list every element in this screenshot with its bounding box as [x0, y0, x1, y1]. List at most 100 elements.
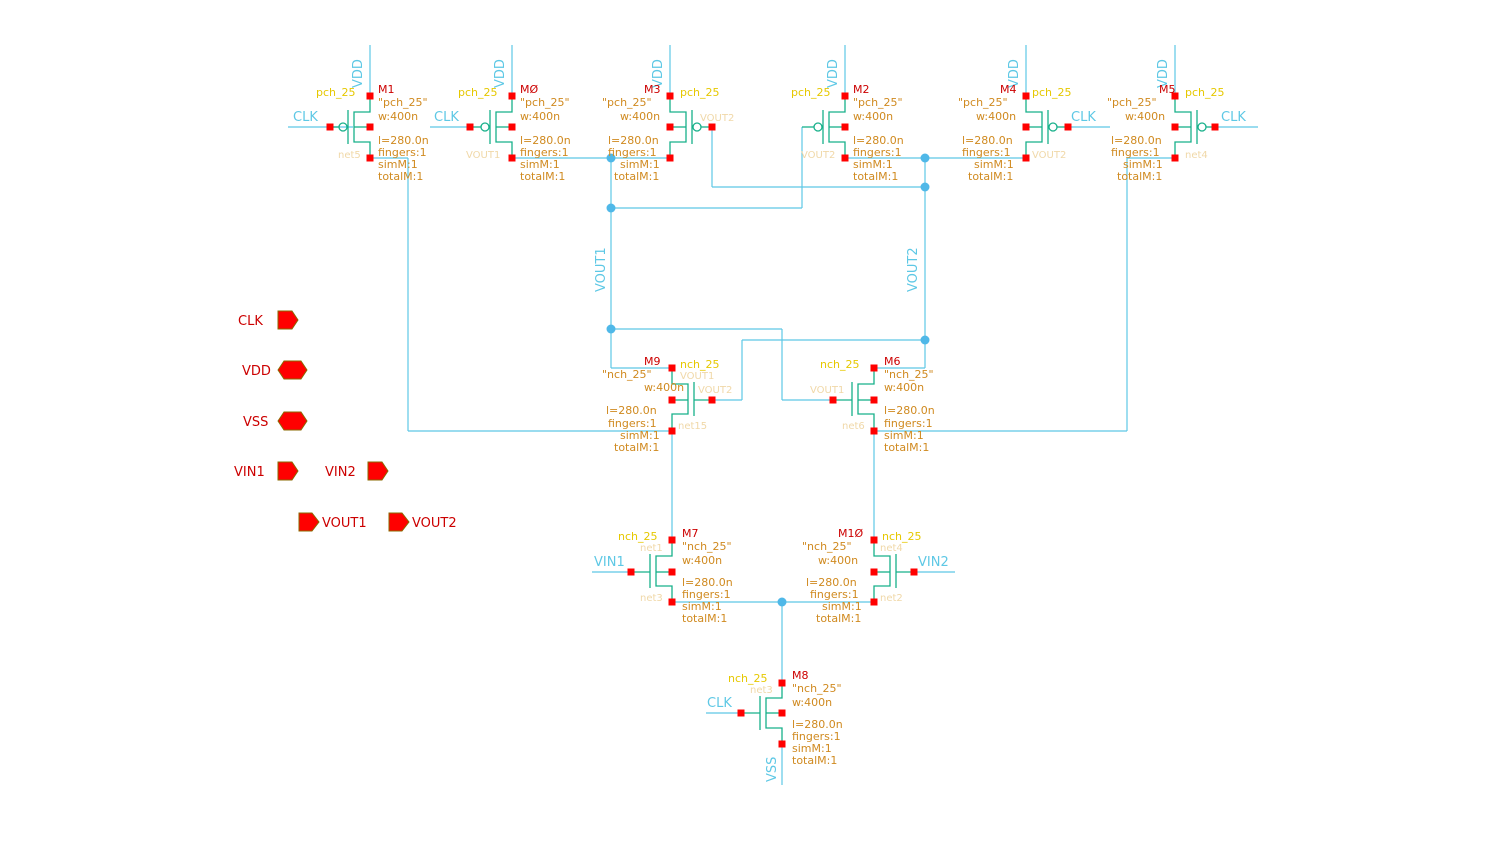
pin-vin1-label: VIN1	[234, 465, 265, 480]
m0-totalm: totalM:1	[520, 170, 565, 183]
m8-fingers: fingers:1	[792, 730, 841, 743]
m10-fingers: fingers:1	[810, 588, 859, 601]
m2-instance: M2	[853, 83, 870, 96]
pin-vout1[interactable]: VOUT1	[298, 512, 367, 532]
nmos-m9[interactable]: M9 nch_25 "nch_25" w:400n l=280.0n finge…	[602, 355, 732, 454]
clk-label-m1: CLK	[293, 110, 318, 125]
m5-model: pch_25	[1185, 86, 1225, 99]
m5-simm: simM:1	[1123, 158, 1163, 171]
m4-totalm: totalM:1	[968, 170, 1013, 183]
nmos-m8[interactable]: nch_25 M8 "nch_25" w:400n l=280.0n finge…	[728, 669, 843, 767]
m6-model: nch_25	[820, 358, 860, 371]
pmos-m2[interactable]: pch_25 M2 "pch_25" w:400n l=280.0n finge…	[791, 83, 904, 183]
m2-cell: "pch_25"	[853, 96, 903, 109]
vdd-label-m2: VDD	[826, 59, 841, 88]
m1-ghost-net: net5	[338, 150, 361, 161]
pin-legend: CLK VDD VSS VIN1 VIN2 VOUT1 VOUT2	[234, 310, 457, 532]
m10-length: l=280.0n	[806, 576, 857, 589]
m4-cell: "pch_25"	[958, 96, 1008, 109]
m2-fingers: fingers:1	[853, 146, 902, 159]
m5-fingers: fingers:1	[1111, 146, 1160, 159]
m5-width: w:400n	[1125, 110, 1165, 123]
m7-ghost-drain: net1	[640, 543, 663, 554]
m10-totalm: totalM:1	[816, 612, 861, 625]
pmos-m0[interactable]: pch_25 MØ "pch_25" w:400n l=280.0n finge…	[458, 83, 571, 183]
m0-ghost-net: VOUT1	[466, 150, 500, 161]
m3-model: pch_25	[680, 86, 720, 99]
pin-vout2[interactable]: VOUT2	[388, 512, 457, 532]
m7-totalm: totalM:1	[682, 612, 727, 625]
m3-length: l=280.0n	[608, 134, 659, 147]
pin-vin1[interactable]: VIN1	[234, 461, 299, 481]
nmos-m6[interactable]: nch_25 M6 "nch_25" w:400n l=280.0n finge…	[810, 355, 935, 454]
m9-ghost-drain: VOUT1	[680, 371, 714, 382]
clk-label-m5: CLK	[1221, 110, 1246, 125]
m3-totalm: totalM:1	[614, 170, 659, 183]
pin-vout2-label: VOUT2	[412, 516, 457, 531]
nmos-m10[interactable]: M1Ø nch_25 "nch_25" w:400n l=280.0n fing…	[802, 527, 922, 625]
vdd-label-m0: VDD	[493, 59, 508, 88]
m2-ghost-net: VOUT2	[801, 150, 835, 161]
m1-cell: "pch_25"	[378, 96, 428, 109]
pin-vout1-label: VOUT1	[322, 516, 367, 531]
pin-vss[interactable]: VSS	[243, 411, 308, 431]
m4-ghost-net: VOUT2	[1032, 150, 1066, 161]
m2-totalm: totalM:1	[853, 170, 898, 183]
m0-fingers: fingers:1	[520, 146, 569, 159]
m1-length: l=280.0n	[378, 134, 429, 147]
m9-simm: simM:1	[620, 429, 660, 442]
m0-cell: "pch_25"	[520, 96, 570, 109]
vout2-net-label: VOUT2	[906, 247, 921, 292]
m8-ghost-drain: net3	[750, 685, 773, 696]
m7-model: nch_25	[618, 530, 658, 543]
m6-cell: "nch_25"	[884, 368, 934, 381]
m10-simm: simM:1	[822, 600, 862, 613]
m7-simm: simM:1	[682, 600, 722, 613]
m10-ghost-drain: net4	[880, 543, 903, 554]
m1-model: pch_25	[316, 86, 356, 99]
m1-instance: M1	[378, 83, 395, 96]
m5-length: l=280.0n	[1111, 134, 1162, 147]
clk-label-m0: CLK	[434, 110, 459, 125]
wires	[288, 45, 1258, 785]
pin-vdd[interactable]: VDD	[242, 360, 308, 380]
pin-clk[interactable]: CLK	[238, 310, 299, 330]
m9-model: nch_25	[680, 358, 720, 371]
pmos-m3[interactable]: M3 pch_25 "pch_25" w:400n l=280.0n finge…	[602, 83, 734, 183]
net-labels: VDD VDD VDD VDD VDD VDD CLK CLK CLK CLK …	[293, 59, 1246, 782]
m3-instance: M3	[644, 83, 661, 96]
m10-instance: M1Ø	[838, 527, 863, 540]
nmos-m7[interactable]: nch_25 M7 "nch_25" w:400n l=280.0n finge…	[618, 527, 733, 625]
m2-model: pch_25	[791, 86, 831, 99]
m9-cell: "nch_25"	[602, 368, 652, 381]
m9-fingers: fingers:1	[608, 417, 657, 430]
m3-fingers: fingers:1	[608, 146, 657, 159]
pmos-m1[interactable]: pch_25 M1 "pch_25" w:400n l=280.0n finge…	[316, 83, 429, 183]
m6-fingers: fingers:1	[884, 417, 933, 430]
m1-simm: simM:1	[378, 158, 418, 171]
m4-instance: M4	[1000, 83, 1017, 96]
vin1-net-label: VIN1	[594, 555, 625, 570]
m9-instance: M9	[644, 355, 661, 368]
pin-vin2-label: VIN2	[325, 465, 356, 480]
pin-vin2[interactable]: VIN2	[325, 461, 389, 481]
pin-vdd-label: VDD	[242, 364, 271, 379]
m7-fingers: fingers:1	[682, 588, 731, 601]
pmos-m4[interactable]: M4 pch_25 "pch_25" w:400n l=280.0n finge…	[958, 83, 1072, 183]
m6-length: l=280.0n	[884, 404, 935, 417]
m6-simm: simM:1	[884, 429, 924, 442]
pmos-m5[interactable]: M5 pch_25 "pch_25" w:400n l=280.0n finge…	[1107, 83, 1225, 183]
vin2-net-label: VIN2	[918, 555, 949, 570]
m6-ghost-gate: VOUT1	[810, 385, 844, 396]
m8-model: nch_25	[728, 672, 768, 685]
m4-fingers: fingers:1	[962, 146, 1011, 159]
m4-width: w:400n	[976, 110, 1016, 123]
m9-length: l=280.0n	[606, 404, 657, 417]
clk-label-m4: CLK	[1071, 110, 1096, 125]
pin-vss-label: VSS	[243, 415, 268, 430]
m0-width: w:400n	[520, 110, 560, 123]
m7-width: w:400n	[682, 554, 722, 567]
m1-width: w:400n	[378, 110, 418, 123]
m9-ghost-gate: VOUT2	[698, 385, 732, 396]
